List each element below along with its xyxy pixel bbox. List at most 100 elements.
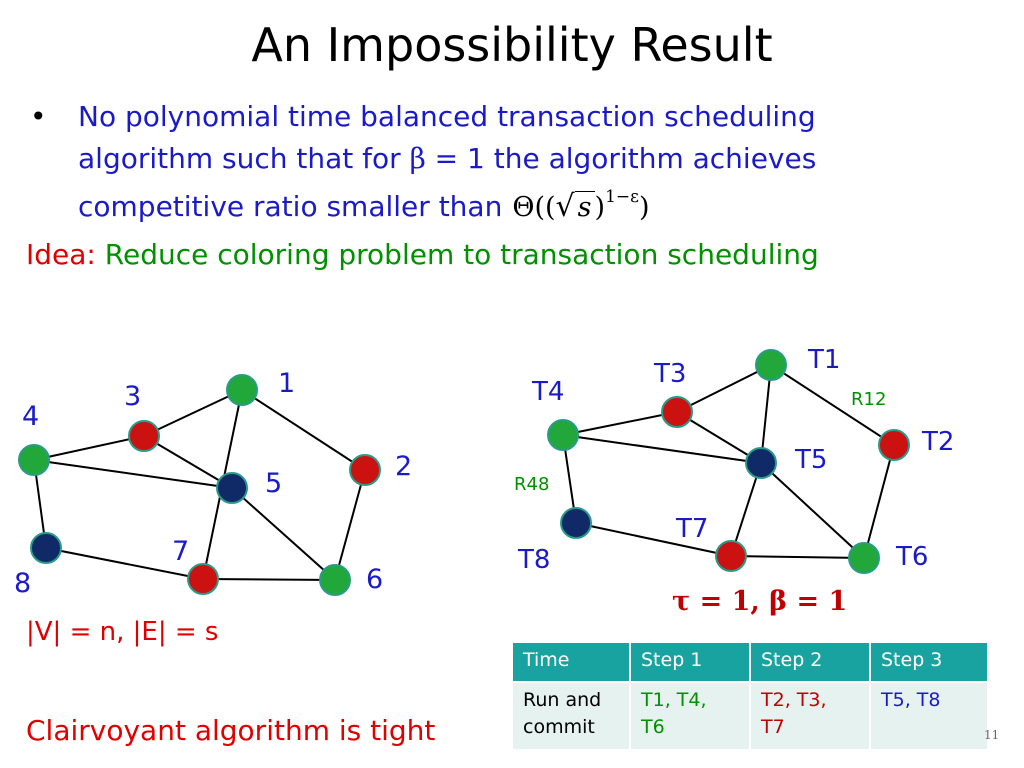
right-graph-edges [562,364,895,559]
header-time: Time [511,641,631,683]
right-graph-vertex-t1 [755,349,787,381]
left-graph-edges [33,389,366,581]
left-graph-vertex-label-7: 7 [172,536,189,567]
right-graph-edge-t4-t5 [562,434,762,464]
schedule-table: Time Step 1 Step 2 Step 3 Run and commit … [511,641,989,751]
left-graph-edge-4-3 [33,435,145,461]
right-graph-vertex-label-t7: T7 [675,514,708,544]
left-graph-vertex-7 [187,563,219,595]
bullet-symbol: • [30,100,47,133]
slide-title: An Impossibility Result [251,18,773,72]
right-graph-edge-t7-t6 [730,555,865,559]
table-row: Run and commit T1, T4, T6 T2, T3, T7 T5, T8 [511,681,989,751]
left-graph-edge-2-6 [334,469,366,581]
beta-symbol: β [409,142,426,175]
cell-step-2: T2, T3, T7 [749,681,871,751]
right-graph-vertices [547,349,910,574]
formula-end: ) [638,192,650,223]
edge-label-r48: R48 [514,474,549,495]
right-graph-edge-t4-t3 [562,411,678,436]
left-graph-edge-3-1 [143,389,243,437]
left-graph-vertex-label-2: 2 [395,451,412,482]
tau-beta-label: τ = 1, β = 1 [672,586,848,617]
right-graph-vertex-label-t6: T6 [895,542,928,572]
bullet-line-1: No polynomial time balanced transaction … [78,100,816,133]
right-graph-vertex-t7 [715,540,747,572]
left-graph-labels: 1 2 3 4 5 6 7 8 [14,368,412,599]
right-graph-edge-t5-t7 [730,462,762,557]
right-graph-edge-t2-t6 [863,444,895,559]
right-graph-vertex-label-t2: T2 [921,427,954,457]
left-graph-vertex-4 [18,444,50,476]
left-graph-edge-5-6 [231,487,336,581]
idea-label: Idea: [26,238,96,271]
bullet-text: No polynomial time balanced transaction … [78,96,816,229]
left-graph-vertex-5 [216,472,248,504]
cell-step-1: T1, T4, T6 [629,681,751,751]
left-graph-vertices [18,374,381,596]
right-graph-edge-t5-t6 [760,462,865,559]
right-graph-edge-t1-t5 [760,364,772,464]
ratio-formula: Θ((√s)1−ε) [512,180,649,229]
bullet-line-3-text: competitive ratio smaller than [78,190,503,223]
left-graph-vertex-label-8: 8 [14,568,31,599]
right-graph-vertex-t4 [547,419,579,451]
right-graph-vertex-t8 [560,507,592,539]
right-graph-edge-t8-t7 [575,522,732,557]
header-step-1: Step 1 [629,641,751,683]
left-graph-edge-8-7 [45,547,204,580]
right-graph-edge-t1-t2 [770,364,895,446]
left-graph-vertex-label-3: 3 [124,381,141,412]
right-graph-vertex-t2 [878,429,910,461]
right-graph-vertex-t3 [661,396,693,428]
right-graph-edge-t3-t1 [676,364,772,413]
bullet-line-2-start: algorithm such that for [78,142,410,175]
slide-number: 11 [984,728,1000,742]
formula-exponent: 1−ε [605,187,639,207]
cell-line: T6 [641,716,665,738]
left-graph-vertex-2 [349,454,381,486]
clairvoyant-statement: Clairvoyant algorithm is tight [26,714,436,747]
vertex-edge-count: |V| = n, |E| = s [26,617,219,647]
cell-step-3: T5, T8 [869,681,989,751]
left-graph-vertex-label-1: 1 [278,368,295,399]
left-graph-vertex-8 [30,532,62,564]
left-graph-edge-1-2 [241,389,366,471]
right-graph-edge-t3-t5 [676,411,762,464]
table-header-row: Time Step 1 Step 2 Step 3 [511,641,989,683]
cell-line: T7 [761,716,785,738]
right-graph-vertex-label-t8: T8 [517,545,550,575]
formula-radicand: s [574,191,595,223]
header-step-2: Step 2 [749,641,871,683]
sqrt-icon: √ [555,189,575,224]
formula-close: ) [594,192,606,223]
cell-line: Run and [523,689,602,711]
header-step-3: Step 3 [869,641,989,683]
cell-line: commit [523,716,595,738]
right-graph-vertex-label-t3: T3 [653,359,686,389]
left-graph-edge-3-5 [143,435,233,489]
cell-run-and-commit: Run and commit [511,681,631,751]
left-graph-vertex-6 [319,564,351,596]
left-graph-vertex-label-6: 6 [366,564,383,595]
bullet-line-3: competitive ratio smaller than Θ((√s)1−ε) [78,180,816,229]
cell-line: T5, T8 [881,689,941,711]
right-graph-vertex-t6 [848,542,880,574]
cell-line: T2, T3, [761,689,827,711]
right-graph-vertex-label-t5: T5 [794,445,827,475]
idea-text: Reduce coloring problem to transaction s… [104,238,819,271]
right-graph-vertex-label-t1: T1 [807,345,840,375]
formula-theta: Θ(( [512,192,556,223]
right-graph-vertex-t5 [745,447,777,479]
left-graph-vertex-3 [128,420,160,452]
left-graph-vertex-label-5: 5 [265,468,282,499]
idea-line: Idea: Reduce coloring problem to transac… [26,238,819,271]
left-graph-vertex-label-4: 4 [22,401,39,432]
bullet-line-2: algorithm such that for β = 1 the algori… [78,138,816,180]
cell-line: T1, T4, [641,689,707,711]
left-graph-vertex-1 [226,374,258,406]
right-graph-vertex-label-t4: T4 [531,377,564,407]
edge-label-r12: R12 [851,389,886,410]
